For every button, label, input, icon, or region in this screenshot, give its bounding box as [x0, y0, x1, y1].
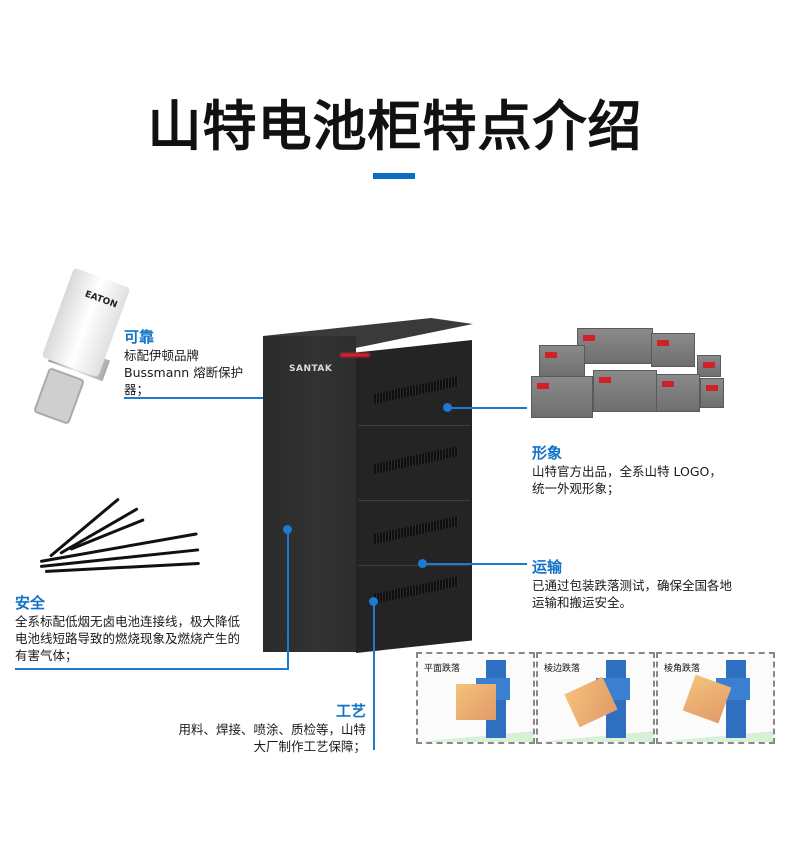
- page-title: 山特电池柜特点介绍: [147, 95, 643, 158]
- feature-image: 形象 山特官方出品，全系山特 LOGO， 统一外观形象；: [532, 442, 722, 497]
- drawer-divider: [358, 565, 470, 566]
- feature-image-line: 统一外观形象；: [532, 481, 620, 496]
- connector-line: [15, 668, 289, 670]
- battery: [651, 333, 695, 367]
- fuse-body: [41, 267, 131, 378]
- connector-line: [287, 530, 289, 670]
- drawer-divider: [358, 500, 470, 501]
- connector-line: [124, 397, 301, 399]
- cabinet-indicator: [340, 353, 370, 357]
- drop-test-panel: 棱角跌落: [656, 652, 775, 744]
- battery: [656, 374, 700, 412]
- feature-image-title: 形象: [532, 444, 563, 462]
- drop-test-panel: 棱边跌落: [536, 652, 655, 744]
- feature-craft-line: 大厂制作工艺保障；: [253, 739, 366, 754]
- drop-test-panel: 平面跌落: [416, 652, 535, 744]
- fuse-tab: [32, 366, 86, 426]
- feature-reliable-line: 标配伊顿品牌: [124, 348, 200, 363]
- drop-test-label: 棱角跌落: [664, 664, 701, 674]
- connector-line: [373, 602, 375, 750]
- drop-test-label: 平面跌落: [424, 664, 461, 674]
- connector-dot: [443, 403, 452, 412]
- drop-test-label: 棱边跌落: [544, 664, 581, 674]
- connector-dot: [418, 559, 427, 568]
- santak-logo: SANTAK: [289, 364, 333, 374]
- feature-safety-line: 有害气体；: [15, 648, 78, 663]
- feature-reliable-line: 器；: [124, 382, 150, 397]
- feature-safety-line: 电池线短路导致的燃烧现象及燃烧产生的: [15, 631, 241, 646]
- connector-line: [424, 563, 527, 565]
- feature-craft-line: 用料、焊接、喷涂、质检等，山特: [178, 722, 366, 737]
- connector-dot: [283, 525, 292, 534]
- feature-safety-line: 全系标配低烟无卤电池连接线，极大降低: [15, 614, 241, 629]
- battery: [531, 376, 593, 418]
- feature-craft-title: 工艺: [335, 702, 366, 720]
- battery: [539, 345, 585, 377]
- connector-line: [449, 407, 527, 409]
- feature-transport-title: 运输: [532, 558, 563, 576]
- battery: [593, 370, 657, 412]
- feature-image-line: 山特官方出品，全系山特 LOGO，: [532, 464, 722, 479]
- floor: [658, 731, 773, 742]
- battery: [697, 355, 721, 377]
- drawer-divider: [358, 425, 470, 426]
- floor: [418, 731, 533, 742]
- floor: [538, 731, 653, 742]
- cabinet-side: [263, 336, 356, 652]
- feature-craft: 工艺 用料、焊接、喷涂、质检等，山特 大厂制作工艺保障；: [150, 700, 366, 755]
- battery: [577, 328, 653, 364]
- feature-reliable-title: 可靠: [124, 328, 155, 346]
- battery: [700, 378, 724, 408]
- title-underline: [373, 173, 415, 179]
- feature-reliable-line: Bussmann 熔断保护: [124, 365, 244, 380]
- feature-transport-line: 已通过包装跌落测试，确保全国各地: [532, 578, 733, 593]
- feature-reliable: 可靠 标配伊顿品牌 Bussmann 熔断保护 器；: [124, 326, 243, 398]
- connector-dot: [369, 597, 378, 606]
- feature-safety: 安全 全系标配低烟无卤电池连接线，极大降低 电池线短路导致的燃烧现象及燃烧产生的…: [15, 592, 240, 664]
- feature-safety-title: 安全: [15, 594, 46, 612]
- feature-transport-line: 运输和搬运安全。: [532, 595, 633, 610]
- box: [456, 684, 496, 720]
- feature-transport: 运输 已通过包装跌落测试，确保全国各地 运输和搬运安全。: [532, 556, 732, 611]
